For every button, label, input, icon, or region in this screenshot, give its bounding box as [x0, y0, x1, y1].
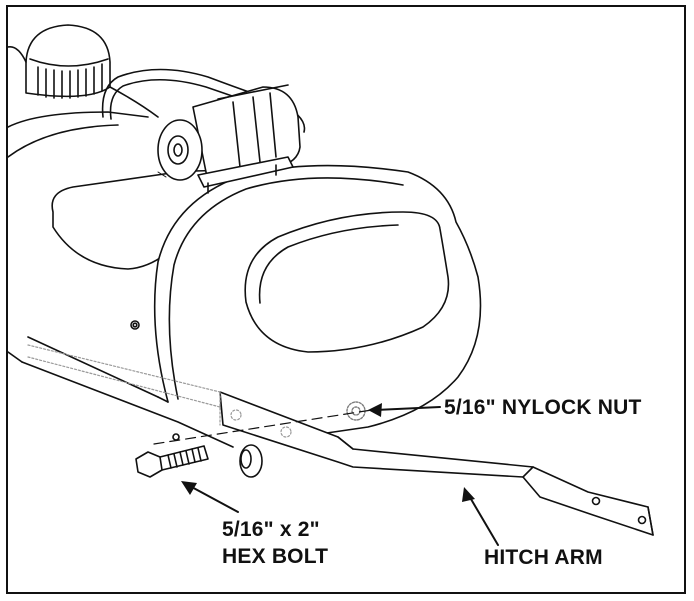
leader-arrows [187, 406, 499, 546]
mounting-tube [239, 444, 263, 478]
tank-hole [172, 433, 180, 441]
hitch-arm-phantom-outline [27, 344, 292, 438]
tank-front-housing [153, 164, 482, 436]
hitch-arm-leader-arrow [467, 493, 499, 546]
hex-bolt-leader-arrow [187, 484, 239, 513]
diagram-frame: 5/16" NYLOCK NUT 5/16" x 2" HEX BOLT HIT… [6, 5, 686, 594]
nylock-nut-arrowhead [368, 403, 382, 417]
hex-bolt-arrowhead [181, 481, 197, 495]
hitch-arm-arrowhead [462, 487, 475, 502]
hex-bolt [135, 445, 209, 478]
hitch-arm-label: HITCH ARM [484, 546, 603, 569]
nylock-nut-label: 5/16" NYLOCK NUT [444, 396, 642, 419]
tank-filler-cap [8, 24, 111, 99]
pump-assembly [101, 68, 306, 194]
hitch-arm [219, 391, 654, 536]
nylock-nut-leader-arrow [375, 406, 441, 411]
assembly-diagram: 5/16" NYLOCK NUT 5/16" x 2" HEX BOLT HIT… [8, 24, 654, 569]
hex-bolt-label-name: HEX BOLT [222, 545, 328, 568]
hex-bolt-label-size: 5/16" x 2" [222, 518, 320, 541]
bolt-axis-line [153, 408, 379, 445]
